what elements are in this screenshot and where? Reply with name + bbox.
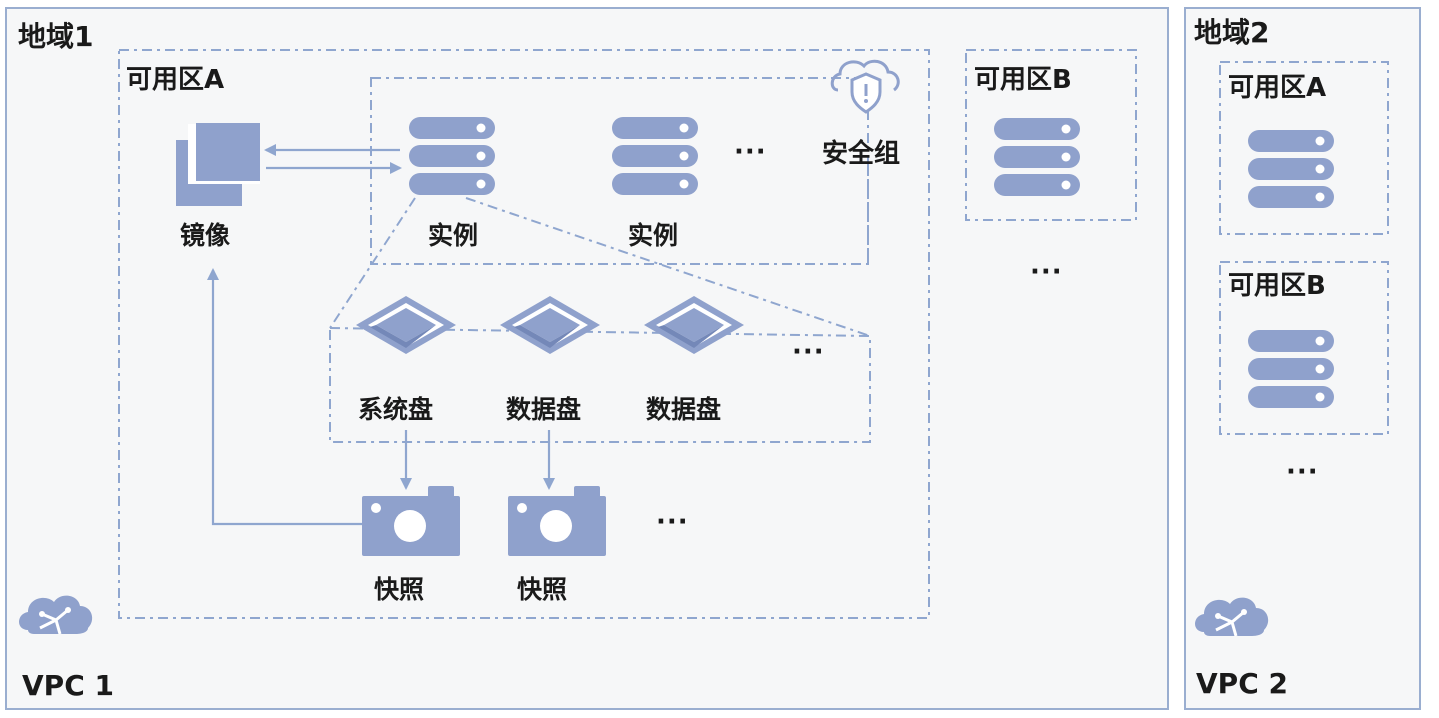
vpc-2-label: VPC 2 (1196, 667, 1288, 700)
camera-icon (508, 486, 606, 556)
arrow-snapshot-to-image (207, 268, 362, 526)
region-1-zone-b: 可用区B (965, 49, 1137, 221)
disk-data-1: 数据盘 (500, 296, 600, 424)
disk-data-2: 数据盘 (644, 296, 744, 424)
shield-cloud-icon (830, 59, 900, 114)
image-stack-icon (176, 123, 260, 206)
zone-b-border (965, 49, 1137, 221)
zoom-line-left (329, 197, 416, 329)
instances-more: ··· (734, 137, 767, 167)
region-2-zone-b: 可用区B (1219, 261, 1389, 435)
region-2-label: 地域2 (1194, 16, 1269, 49)
snapshot-1-label: 快照 (374, 575, 424, 604)
security-group: 安全组 (370, 59, 900, 265)
zone-a-label: 可用区A (126, 65, 224, 95)
region-2-zone-b-label: 可用区B (1228, 271, 1326, 301)
region-2-zones-more: ··· (1286, 457, 1319, 487)
snapshot-2: 快照 (508, 486, 606, 604)
region-2-zone-a-border (1219, 61, 1389, 235)
snapshots-more: ··· (656, 507, 689, 537)
instance-2-label: 实例 (628, 221, 678, 250)
region-1-zone-a: 可用区A (118, 49, 930, 619)
region-2-zone-a-label: 可用区A (1228, 73, 1326, 103)
vpc-1-label: VPC 1 (22, 669, 114, 702)
zoom-line-right (465, 197, 871, 337)
instance-2: 实例 (612, 117, 698, 250)
snapshot-1: 快照 (362, 486, 460, 604)
snapshot-2-label: 快照 (517, 575, 567, 604)
disk-system: 系统盘 (356, 296, 456, 424)
region-1-zones-more: ··· (1030, 257, 1063, 287)
region-1-label: 地域1 (18, 20, 93, 53)
server-icon (1248, 130, 1334, 208)
instance-1: 实例 (409, 117, 495, 250)
server-icon (1248, 330, 1334, 408)
disk-system-label: 系统盘 (358, 395, 433, 424)
image-label: 镜像 (180, 221, 230, 250)
region-2-zone-a: 可用区A (1219, 61, 1389, 235)
server-icon (612, 117, 698, 195)
camera-icon (362, 486, 460, 556)
zone-b-label: 可用区B (974, 65, 1072, 95)
instance-1-label: 实例 (428, 221, 478, 250)
image-node: 镜像 (176, 123, 260, 250)
disk-data-2-label: 数据盘 (646, 395, 721, 424)
security-group-label: 安全组 (822, 138, 900, 169)
region-1-border (5, 7, 1169, 710)
region-2-zone-b-border (1219, 261, 1389, 435)
disks-more: ··· (792, 337, 825, 367)
disk-data-1-label: 数据盘 (506, 395, 581, 424)
region-1: 地域1 VPC 1 (5, 7, 1169, 710)
server-icon (994, 118, 1080, 196)
server-icon (409, 117, 495, 195)
